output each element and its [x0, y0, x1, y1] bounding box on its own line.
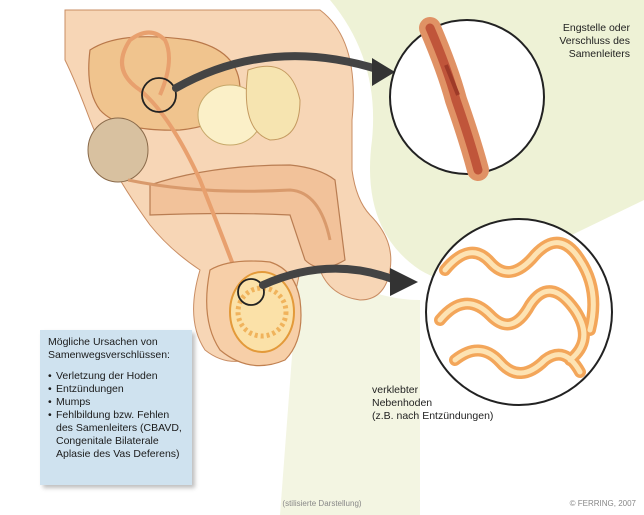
callout-line: Samenleiters [568, 48, 630, 60]
vas-blockage [444, 64, 460, 96]
testis-pattern [235, 285, 289, 339]
callout-line: Engstelle oder [562, 22, 630, 34]
callout-line: verklebter [372, 384, 419, 396]
pubic-bone [245, 65, 301, 141]
callout-line: (z.B. nach Entzündungen) [372, 410, 494, 422]
arrow-to-epididymis-detail [259, 264, 399, 289]
callout-label-epididymis: verklebter Nebenhoden (z.B. nach Entzünd… [372, 384, 542, 423]
list-item-text: Congenitale Bilaterale [56, 435, 159, 447]
list-item: Fehlbildung bzw. Fehlen des Samenleiters… [48, 409, 184, 461]
callout-line: Verschluss des [559, 35, 630, 47]
prostate [87, 117, 149, 183]
list-item: Entzündungen [48, 383, 184, 396]
list-item: Verletzung der Hoden [48, 370, 184, 383]
arrowhead-vas [372, 58, 395, 86]
list-item-text: des Samenleiters (CBAVD, [56, 422, 182, 434]
list-item: Mumps [48, 396, 184, 409]
vas-tube-inner [425, 23, 483, 175]
info-box-title-line: Samenwegsverschlüssen: [48, 349, 170, 361]
urethra [127, 178, 332, 241]
epididymis-coils [434, 236, 600, 379]
arrow-to-vas-detail [172, 52, 384, 92]
list-item-text: Verletzung der Hoden [56, 370, 158, 382]
magnifier-ring-epididymis [237, 278, 265, 306]
background-shape-lower [280, 250, 420, 515]
list-item-text: Entzündungen [56, 383, 124, 395]
causes-info-box: Mögliche Ursachen von Samenwegsverschlüs… [40, 330, 192, 485]
figure-caption: (stilisierte Darstellung) [282, 499, 362, 508]
causes-list: Verletzung der Hoden Entzündungen Mumps … [48, 370, 184, 461]
detail-circle-vas [389, 19, 545, 175]
info-box-title-line: Mögliche Ursachen von [48, 336, 158, 348]
list-item-text: Fehlbildung bzw. Fehlen [56, 409, 170, 421]
magnifier-ring-vas [141, 77, 177, 113]
callout-label-blockage: Engstelle oder Verschluss des Samenleite… [470, 22, 630, 61]
arrowhead-epididymis [390, 268, 418, 296]
list-item-text: Mumps [56, 396, 91, 408]
copyright-notice: © FERRING, 2007 [569, 499, 636, 508]
callout-line: Nebenhoden [372, 397, 433, 409]
list-item-text: Aplasie des Vas Deferens) [56, 448, 180, 460]
info-box-title: Mögliche Ursachen von Samenwegsverschlüs… [48, 336, 184, 362]
